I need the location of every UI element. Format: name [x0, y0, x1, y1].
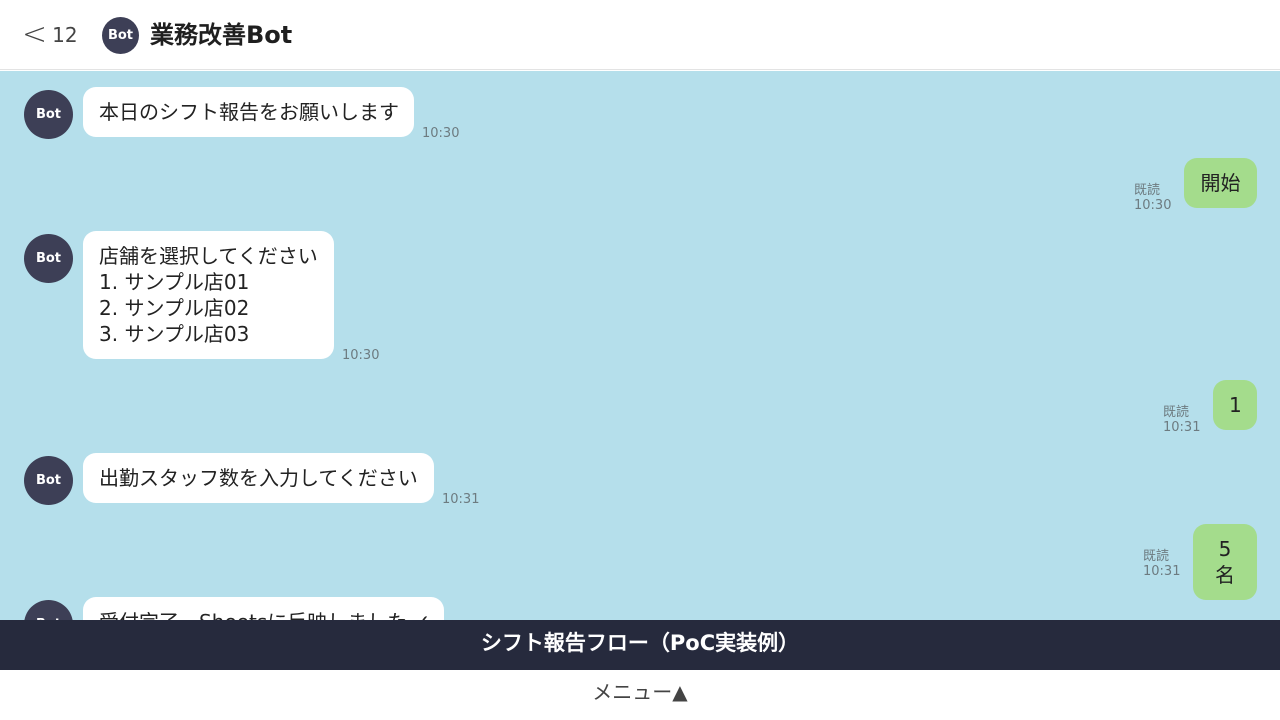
message-text: 店舗を選択してください	[99, 244, 318, 268]
avatar: Bot	[24, 456, 73, 505]
message-meta: 既読 10:31	[1143, 549, 1180, 579]
flow-banner: シフト報告フロー（PoC実装例）	[0, 620, 1280, 670]
message-text: 1. サンプル店01	[99, 270, 250, 294]
bot-message: 出勤スタッフ数を入力してください	[83, 453, 434, 503]
message-meta: 既読 10:31	[1163, 405, 1200, 435]
avatar: Bot	[24, 90, 73, 139]
message-meta: 既読 10:30	[1134, 183, 1171, 213]
chat-area[interactable]: Bot 本日のシフト報告をお願いします 10:30 既読 10:30 開始 Bo…	[0, 71, 1280, 620]
message-time: 10:30	[422, 126, 460, 141]
message-text: 3. サンプル店03	[99, 322, 250, 346]
message-time: 10:30	[342, 348, 380, 363]
read-status: 既読	[1134, 183, 1161, 198]
user-message: 開始	[1184, 158, 1257, 208]
message-text: 出勤スタッフ数を入力してください	[99, 466, 418, 490]
chevron-left-icon: <	[22, 17, 48, 52]
chat-header: < 12 Bot 業務改善Bot	[0, 0, 1280, 70]
message-time: 10:31	[442, 492, 480, 507]
user-message: 1	[1213, 380, 1257, 430]
user-message: 5名	[1193, 524, 1257, 600]
message-text: 受付完了。Sheetsに反映しました ✓	[99, 609, 430, 620]
page-title: 業務改善Bot	[150, 21, 293, 49]
avatar: Bot	[24, 600, 73, 620]
avatar: Bot	[102, 17, 139, 54]
message-time: 10:31	[1163, 420, 1201, 435]
message-text: 2. サンプル店02	[99, 296, 250, 320]
unread-count: 12	[52, 23, 78, 47]
message-time: 10:31	[1143, 564, 1181, 579]
message-text: 本日のシフト報告をお願いします	[99, 100, 399, 124]
bot-message: 本日のシフト報告をお願いします	[83, 87, 414, 137]
menu-toggle-button[interactable]: メニュー▲	[0, 670, 1280, 720]
bot-message: 受付完了。Sheetsに反映しました ✓	[83, 597, 444, 620]
avatar: Bot	[24, 234, 73, 283]
message-time: 10:30	[1134, 198, 1172, 213]
read-status: 既読	[1143, 549, 1170, 564]
back-button[interactable]: < 12	[22, 17, 78, 53]
read-status: 既読	[1163, 405, 1190, 420]
bot-message: 店舗を選択してください 1. サンプル店01 2. サンプル店02 3. サンプ…	[83, 231, 334, 359]
